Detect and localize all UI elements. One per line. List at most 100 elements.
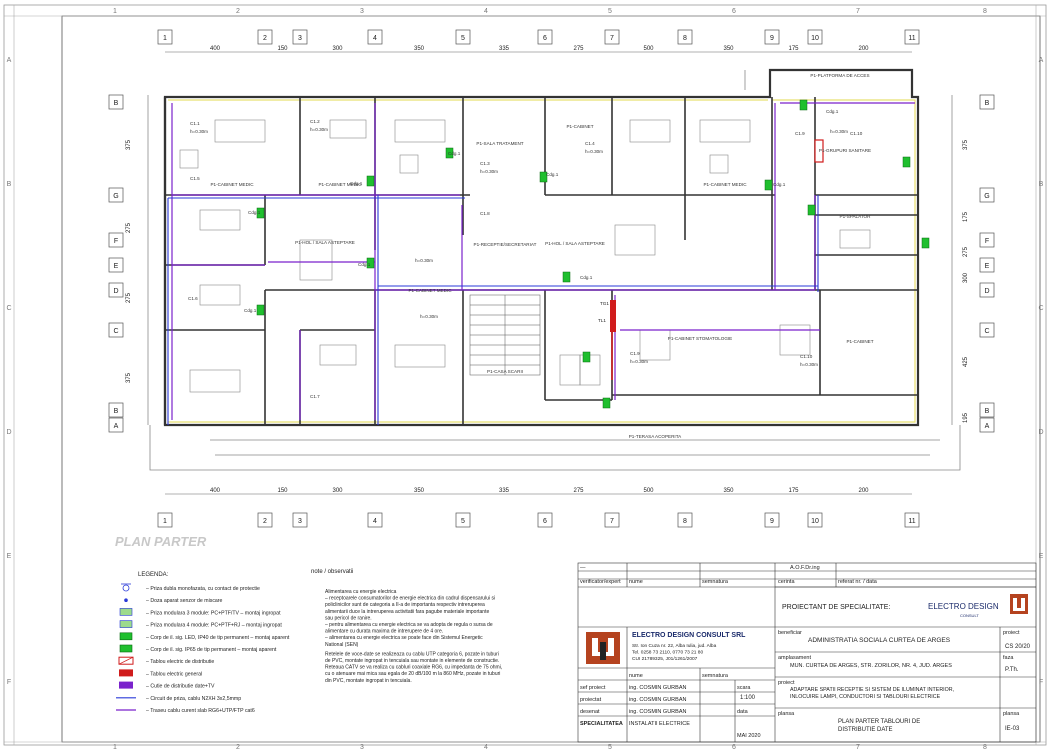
- circuit-label: C1.7: [310, 394, 320, 399]
- legend-item-label: – Circuit de priza, cablu N2XH 3x2,5mmp: [146, 696, 241, 702]
- circuit-label: h=0.30m: [480, 169, 498, 174]
- dimension-label: 425: [963, 356, 969, 367]
- sheet-row-label: F: [1039, 679, 1043, 686]
- circuit-label: h=0.30m: [630, 359, 648, 364]
- specialist-label: PROIECTANT DE SPECIALITATE:: [782, 604, 890, 611]
- dimension-label: 275: [126, 292, 132, 303]
- axis-bubble: [537, 29, 553, 45]
- plansa-no-value: IE-03: [1005, 726, 1020, 732]
- specialist-logo: [1010, 594, 1028, 614]
- dimension-label: 150: [277, 46, 288, 52]
- circuit-label: C1.8: [480, 211, 490, 216]
- note-line: – alimentarea cu energie electrica se po…: [325, 635, 483, 641]
- dimension-label: 275: [573, 488, 584, 494]
- note-line: Alimentarea cu energie electrica: [325, 589, 397, 595]
- axis-bubble-label: A: [114, 423, 119, 430]
- sheet-row-label: B: [7, 181, 12, 188]
- axis-bubble-label: 10: [811, 35, 819, 42]
- axis-bubble-label: D: [113, 288, 118, 295]
- legend-item-label: – Traseu cablu curent slab RG6+UTP/FTP c…: [146, 708, 255, 714]
- circuit-label: C1.2: [310, 119, 320, 124]
- role-label: SPECIALITATEA: [580, 721, 623, 727]
- sheet-col-label: 1: [113, 8, 117, 15]
- dimension-label: 275: [573, 46, 584, 52]
- axis-bubble-label: 5: [461, 518, 465, 525]
- circuit-label: Cdg.1: [580, 275, 593, 280]
- notes: note / observatii Alimentarea cu energie…: [311, 569, 502, 684]
- beneficiar-label: beneficiar: [778, 630, 802, 636]
- sheet-row-label: D: [1038, 429, 1043, 436]
- circuit-label: h=0.30m: [800, 362, 818, 367]
- room-label: P1-GRUPURI SANITARE: [819, 148, 871, 153]
- phase-value: P.Th.: [1005, 667, 1019, 673]
- legend-title: LEGENDA:: [138, 572, 169, 578]
- sheet-outer-border: [3, 4, 1047, 746]
- sheet-row-label: A: [7, 57, 12, 64]
- sheet-col-label: 2: [236, 8, 240, 15]
- main-board-icon: [119, 669, 133, 677]
- dimension-label: 275: [963, 246, 969, 257]
- light-point-icon: [124, 598, 128, 602]
- dimension-label: 175: [963, 211, 969, 222]
- axis-bubble-label: 1: [163, 35, 167, 42]
- circuit-labels: TG1TL1Cdg.1Cdg.1Cdg.1Cdg.1Cdg.1Cdg.1Cdg.…: [188, 109, 863, 399]
- dimension-label: 175: [788, 46, 799, 52]
- company-line: Str. Ion Cuza nr. 22, Alba Iulia, jud. A…: [632, 643, 717, 649]
- sheet-row-label: F: [7, 679, 11, 686]
- note-line: – receptoarele consumatorilor de energie…: [325, 596, 495, 602]
- axis-bubble: [292, 512, 308, 528]
- project-title-label: proiect: [778, 680, 795, 686]
- circuit-label: Cdg.1: [244, 308, 257, 313]
- dimension-label: 175: [788, 488, 799, 494]
- circuit-label: C1.10: [800, 354, 813, 359]
- circuit-label: h=0.30m: [830, 129, 848, 134]
- axis-bubble: [257, 29, 273, 45]
- axis-bubble-label: 7: [610, 35, 614, 42]
- room-label: P1-CABINET MEDIC: [408, 288, 452, 293]
- dimension-label: 350: [723, 488, 734, 494]
- note-line: din PVC, montate ingropat in tencuiala.: [325, 678, 412, 684]
- amplasament-label: amplasament: [778, 655, 811, 661]
- axis-bubble-label: C: [113, 328, 118, 335]
- dimension-label: 275: [126, 222, 132, 233]
- axis-bubble-label: 4: [373, 35, 377, 42]
- legend-item-label: – Priza modulara 3 module: PC+PTF/TV – m…: [146, 610, 281, 616]
- company-line: Tel. 0258 73 2110, 0770 73 21 80: [632, 650, 703, 656]
- dimension-label: 350: [723, 46, 734, 52]
- axis-bubble: [292, 29, 308, 45]
- legend-item-label: – Priza dubla monofazata, cu contact de …: [146, 586, 260, 592]
- sheet-col-label: 6: [732, 8, 736, 15]
- specialist-logo-text: ELECTRO DESIGN: [928, 602, 999, 611]
- axis-bubble-label: 5: [461, 35, 465, 42]
- data-cable-routes: [171, 102, 915, 420]
- plansa-line: DISTRIBUTIE DATE: [838, 727, 893, 733]
- axis-bubble: [979, 187, 995, 203]
- legend-item-label: – Corp de il. sig. LED, IP40 de tip perm…: [146, 635, 290, 641]
- sheet-row-label: C: [6, 305, 11, 312]
- sheet-inner-border: [61, 15, 1041, 743]
- circuit-label: Cdg.1: [826, 109, 839, 114]
- dimension-label: 195: [963, 412, 969, 423]
- circuit-label: Cdg.1: [248, 210, 261, 215]
- dimension-label: 500: [643, 488, 654, 494]
- legend-item-label: – Cutie de distributie date+TV: [146, 684, 215, 690]
- legend-item-label: – Tablou electric general: [146, 671, 202, 677]
- legend-item-label: – Doza aparat senzor de miscare: [146, 598, 223, 604]
- sheet-col-label: 8: [983, 8, 987, 15]
- legend-item-label: – Corp de il. sig. IP65 de tip permanent…: [146, 647, 277, 653]
- room-label: P1-TERASA ACOPERITA: [629, 434, 682, 439]
- axis-bubble-label: 11: [908, 35, 915, 42]
- specialist-logo-sub: CONSULT: [960, 613, 979, 618]
- room-label: P1-SALA TRATAMENT: [476, 141, 523, 146]
- company-logo: [586, 632, 620, 664]
- note-line: alimentare cu durata maxima de intrerupe…: [325, 629, 443, 635]
- note-line: Retelele de voce-date se realizeaza cu c…: [325, 651, 499, 657]
